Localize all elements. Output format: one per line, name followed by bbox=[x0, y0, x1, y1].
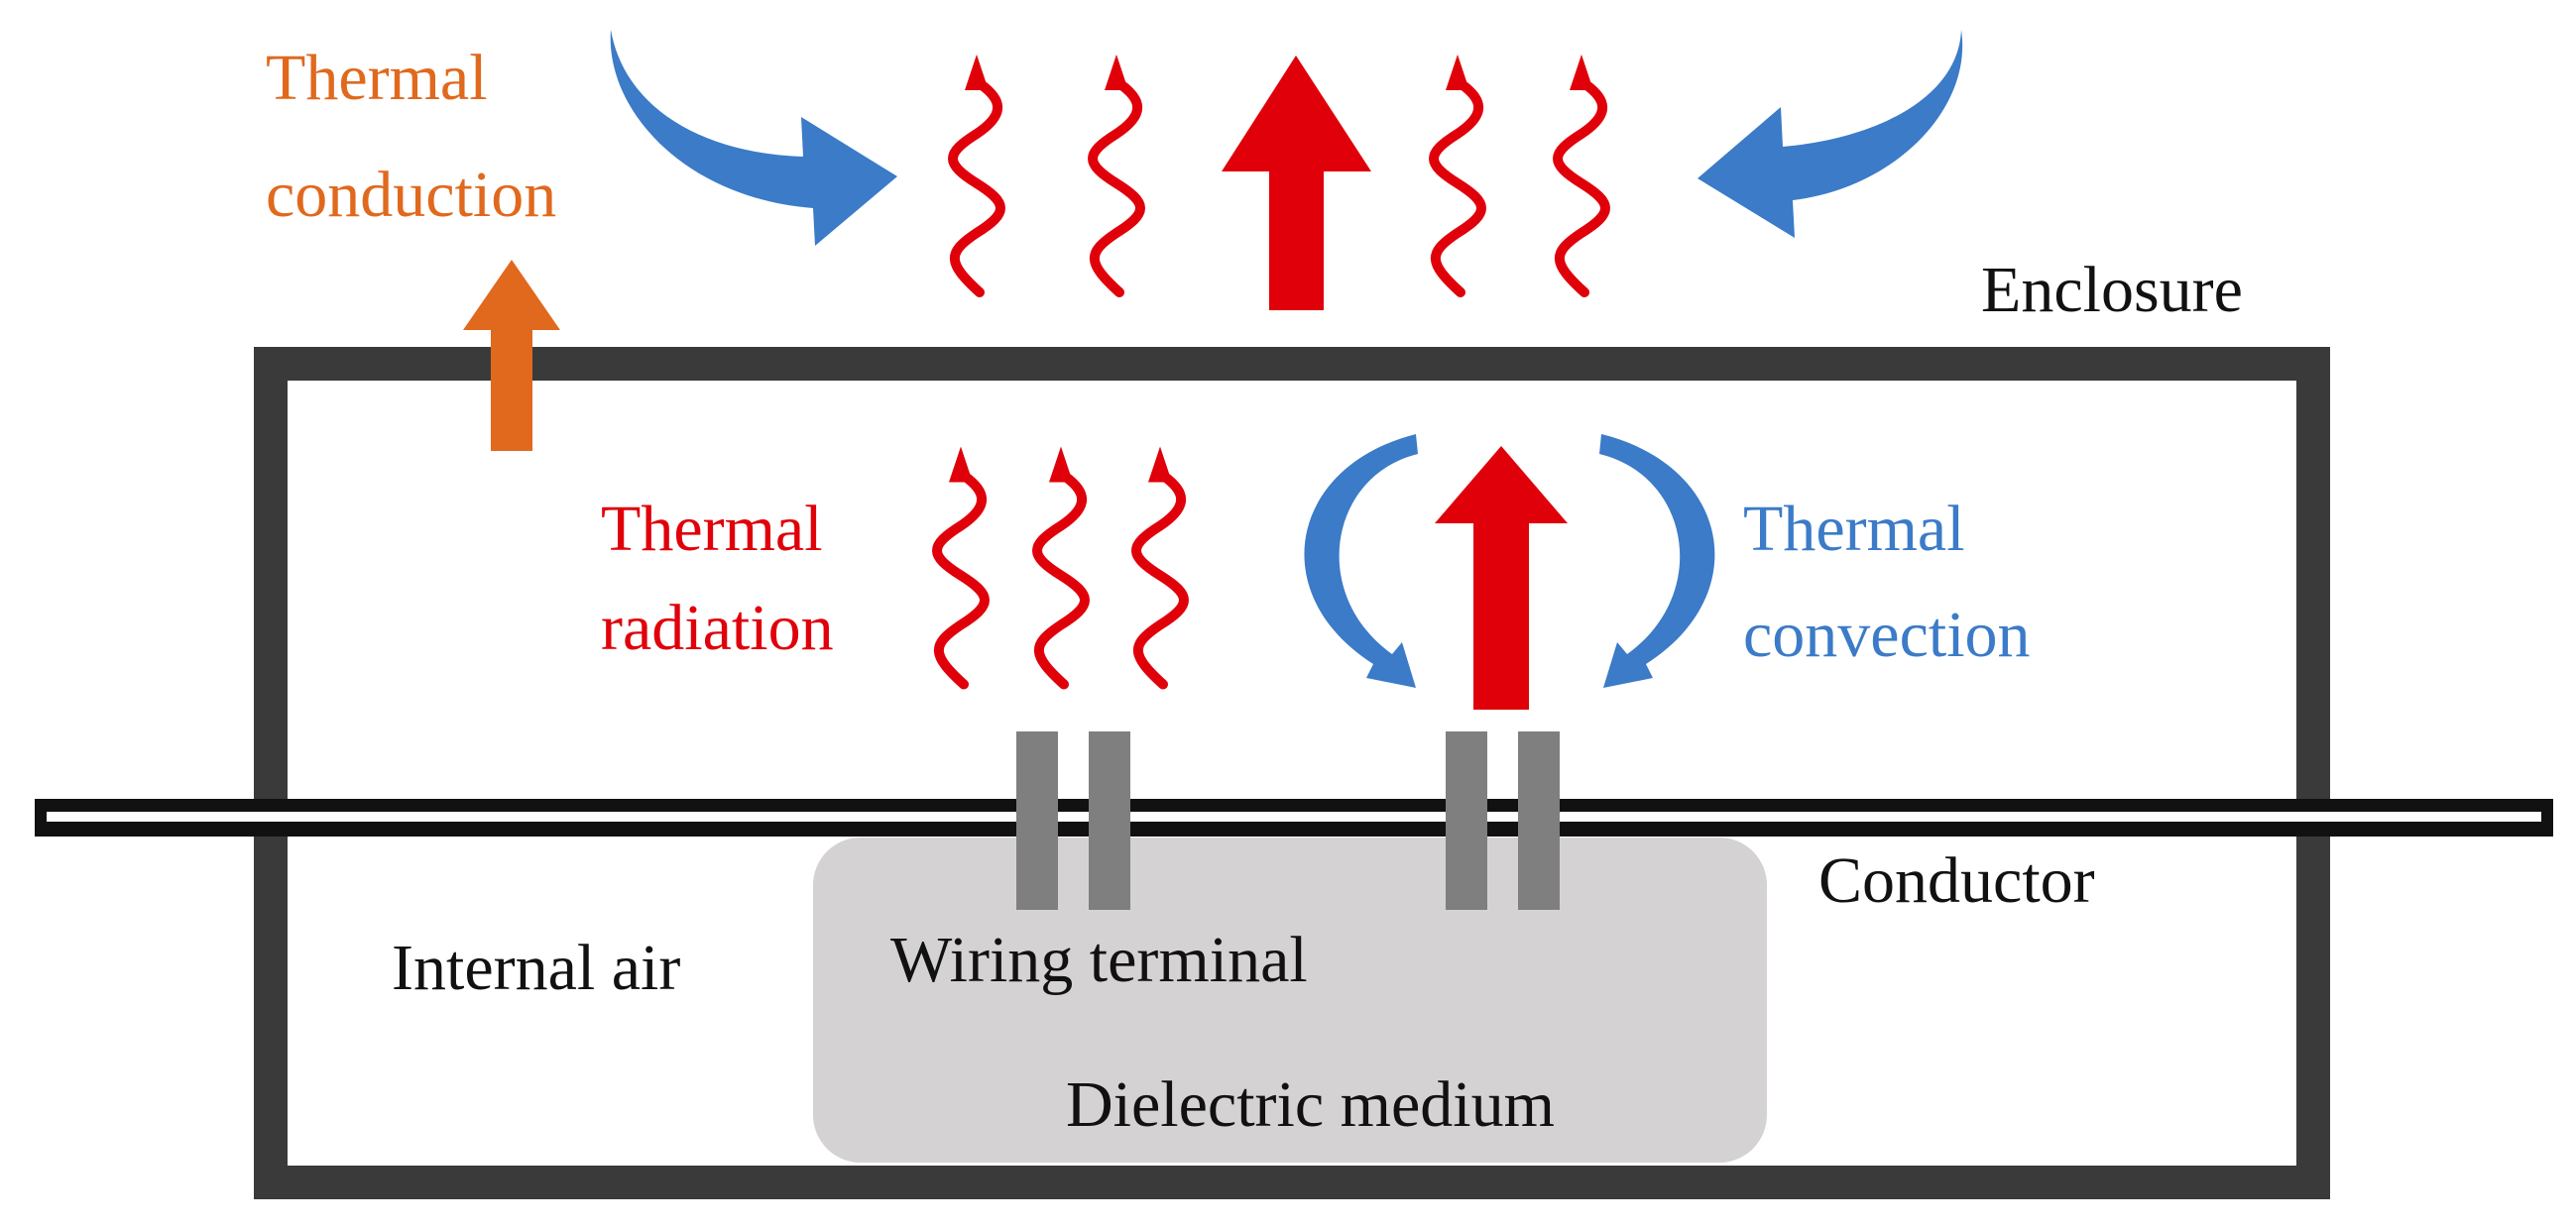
wiring-terminal-label: Wiring terminal bbox=[890, 924, 1308, 996]
conduction-label-line1: Thermal bbox=[266, 42, 488, 114]
inner-radiation-arrow-3 bbox=[1136, 447, 1184, 685]
inner-radiation-arrow-1 bbox=[937, 447, 985, 685]
convection-curved-arrow-right bbox=[1599, 434, 1715, 688]
dielectric-medium-block bbox=[813, 838, 1767, 1163]
dielectric-medium-label: Dielectric medium bbox=[1066, 1068, 1555, 1141]
conduction-label-line2: conduction bbox=[266, 159, 556, 231]
radiation-label-line1: Thermal bbox=[601, 493, 823, 565]
convection-label-line1: Thermal bbox=[1743, 493, 1965, 565]
conductor-rod bbox=[35, 799, 2553, 837]
conduction-arrow bbox=[463, 260, 560, 451]
inner-convection-up-arrow bbox=[1435, 446, 1568, 710]
inner-radiation-arrow-2 bbox=[1037, 447, 1085, 685]
conductor-label: Conductor bbox=[1818, 844, 2095, 917]
outer-radiation-arrow-3 bbox=[1434, 55, 1481, 292]
outer-convection-up-arrow bbox=[1222, 56, 1371, 310]
convection-curved-arrow-left bbox=[1304, 434, 1418, 688]
internal-air-label: Internal air bbox=[392, 932, 680, 1004]
wiring-terminal-left bbox=[1016, 731, 1130, 910]
radiation-label-line2: radiation bbox=[601, 592, 834, 664]
outer-blue-curved-arrow-left bbox=[610, 30, 897, 246]
outer-radiation-arrow-4 bbox=[1558, 55, 1605, 292]
wiring-terminal-right bbox=[1446, 731, 1560, 910]
convection-label-line2: convection bbox=[1743, 599, 2031, 671]
outer-blue-curved-arrow-right bbox=[1698, 30, 1963, 238]
outer-radiation-arrow-2 bbox=[1093, 55, 1140, 292]
outer-radiation-arrow-1 bbox=[953, 55, 1000, 292]
enclosure-label: Enclosure bbox=[1981, 254, 2243, 326]
enclosure-box bbox=[254, 347, 2330, 1199]
